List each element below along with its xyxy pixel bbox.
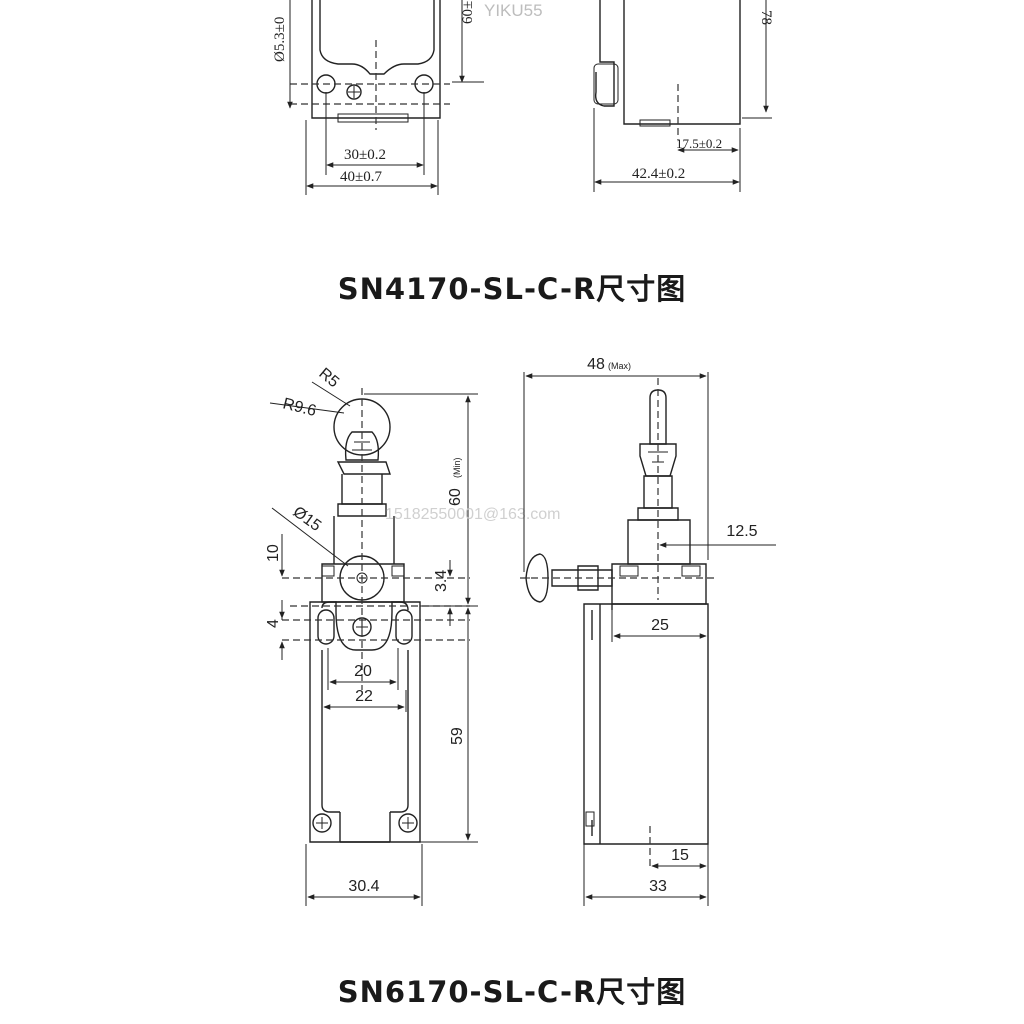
dim-59: 59 (449, 727, 466, 745)
dim-30-top: 30±0.2 (344, 147, 386, 163)
dim-height-top: 60± (460, 1, 476, 24)
dim-15: 15 (671, 847, 689, 864)
dim-12-5: 12.5 (726, 523, 757, 540)
dim-diameter-top: Ø5.3±0 (272, 17, 288, 62)
dim-17-top: 17.5±0.2 (676, 136, 722, 151)
dim-10: 10 (265, 544, 282, 562)
dim-48: 48 (587, 356, 605, 373)
watermark-top: YIKU55 (484, 1, 543, 20)
dim-22: 22 (355, 688, 373, 705)
dim-30-4: 30.4 (348, 878, 379, 895)
watermark-bottom: 15182550001@163.com (385, 506, 561, 523)
top-side-view: 78 17.5±0.2 42.4±0.2 (593, 0, 774, 192)
dim-60: 60 (447, 488, 464, 506)
dim-20: 20 (354, 663, 372, 680)
dim-3-4: 3.4 (433, 570, 450, 592)
dim-4: 4 (265, 619, 282, 628)
top-drawing: Ø5.3±0 60± 30±0.2 40±0.7 YIKU55 78 17.5±… (272, 0, 774, 306)
label-r5: R5 (315, 365, 342, 391)
side-view: 48 (Max) 12.5 25 15 33 (520, 356, 776, 906)
label-r9-6: R9.6 (281, 395, 318, 420)
front-view: R5 R9.6 Ø15 60 (Min) 59 3.4 10 4 (265, 365, 478, 906)
dim-60-min: (Min) (452, 458, 462, 479)
caption-bottom: SN6170-SL-C-R尺寸图 (338, 975, 687, 1009)
top-front-view: Ø5.3±0 60± 30±0.2 40±0.7 (272, 0, 484, 195)
bottom-drawing: R5 R9.6 Ø15 60 (Min) 59 3.4 10 4 (265, 356, 776, 1009)
dim-78-top: 78 (758, 10, 774, 25)
label-dia-15: Ø15 (290, 503, 325, 535)
dim-42-top: 42.4±0.2 (632, 166, 685, 182)
caption-top: SN4170-SL-C-R尺寸图 (338, 272, 687, 306)
dim-25: 25 (651, 617, 669, 634)
dim-48-max: (Max) (608, 361, 631, 371)
dim-33: 33 (649, 878, 667, 895)
dim-40-top: 40±0.7 (340, 169, 382, 185)
